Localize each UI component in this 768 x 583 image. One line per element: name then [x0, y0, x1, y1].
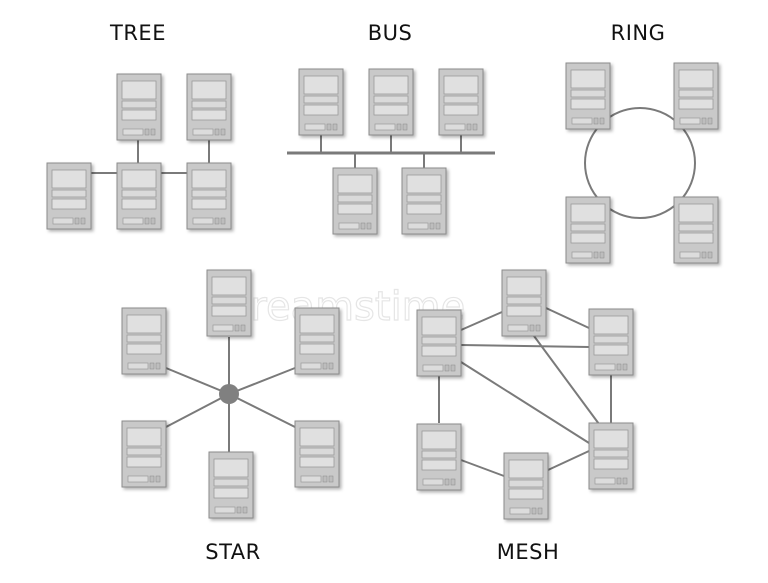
hub-dot-icon: [219, 384, 239, 404]
bus-node-server-icon: [438, 68, 484, 136]
tree-node-server-icon: [186, 73, 232, 141]
tree-node-server-icon: [116, 73, 162, 141]
bus-node-server-icon: [332, 167, 378, 235]
ring-link: [584, 107, 696, 219]
mesh-node-server-icon: [588, 308, 634, 376]
mesh-node-server-icon: [503, 452, 549, 520]
ring-node-server-icon: [565, 62, 611, 130]
star-node-server-icon: [121, 420, 167, 488]
mesh-node-server-icon: [416, 423, 462, 491]
mesh-node-server-icon: [416, 309, 462, 377]
mesh-topology: [438, 307, 612, 477]
ring-node-server-icon: [565, 196, 611, 264]
tree-node-server-icon: [116, 162, 162, 230]
bus-node-server-icon: [368, 68, 414, 136]
tree-label: TREE: [109, 21, 166, 45]
star-node-server-icon: [121, 307, 167, 375]
tree-topology: [91, 140, 210, 174]
star-node-server-icon: [206, 269, 252, 337]
ring-node-server-icon: [673, 196, 719, 264]
tree-node-server-icon: [186, 162, 232, 230]
tree-node-server-icon: [46, 162, 92, 230]
star-label: STAR: [205, 540, 260, 564]
mesh-node-server-icon: [588, 422, 634, 490]
star-node-server-icon: [208, 451, 254, 519]
bus-node-server-icon: [298, 68, 344, 136]
bus-node-server-icon: [401, 167, 447, 235]
star-node-server-icon: [294, 307, 340, 375]
bus-label: BUS: [368, 21, 413, 45]
star-node-server-icon: [294, 420, 340, 488]
ring-label: RING: [611, 21, 666, 45]
mesh-label: MESH: [497, 540, 560, 564]
ring-node-server-icon: [673, 62, 719, 130]
mesh-node-server-icon: [501, 269, 547, 337]
bus-topology: [287, 135, 495, 168]
